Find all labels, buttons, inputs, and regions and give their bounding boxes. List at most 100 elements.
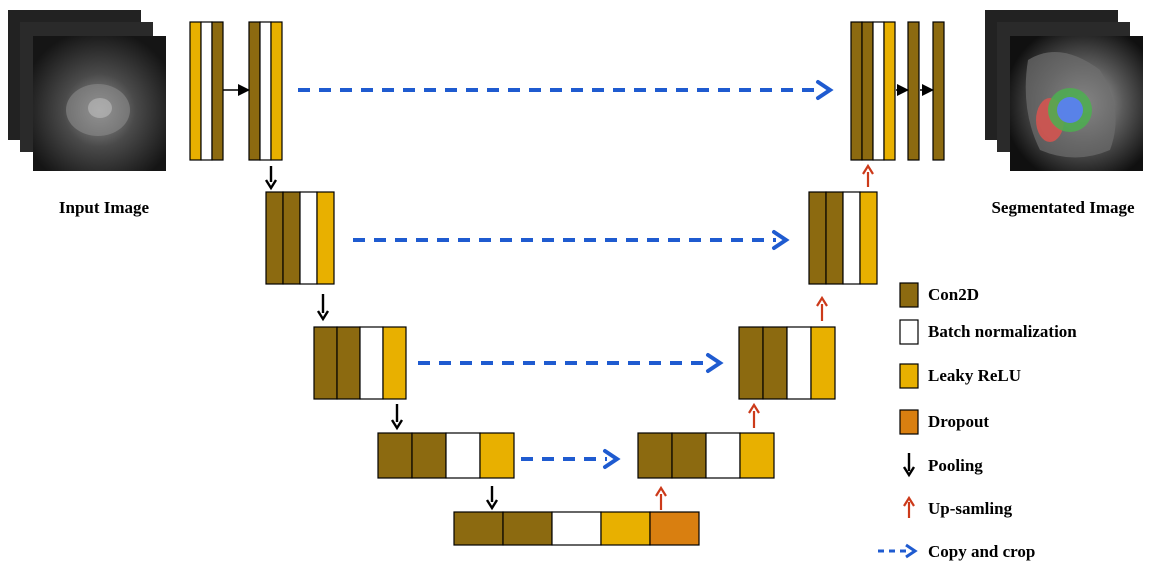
copy-crop-arrow-head (706, 353, 724, 373)
decoder-2-relu-layer (859, 191, 878, 285)
copy-crop-arrow-head (772, 230, 790, 250)
pool-arrow-head (485, 499, 499, 511)
upsample-arrow (862, 163, 874, 187)
encoder-4-conv-layer (377, 432, 413, 479)
copy-crop-arrow (418, 353, 724, 373)
input-image-stack (8, 10, 166, 171)
legend-label-pool: Pooling (928, 456, 983, 475)
decoder-4-conv-layer (671, 432, 707, 479)
legend-swatch-dropout (899, 409, 919, 435)
pool-arrow (390, 404, 404, 431)
legend-label-dropout: Dropout (928, 412, 989, 431)
copy-crop-arrow (298, 80, 834, 100)
upsample-arrow (748, 402, 760, 428)
decoder-1-conv-b (932, 21, 945, 161)
pool-arrow (264, 166, 278, 191)
decoder-2-conv-layer (808, 191, 827, 285)
decoder-4-relu-layer (739, 432, 775, 479)
legend-swatch-conv (899, 282, 919, 308)
encoder-2-conv-layer (265, 191, 284, 285)
decoder-4-bn-layer (705, 432, 741, 479)
decoder-2-bn-layer (842, 191, 861, 285)
encoder-1a-relu-layer (189, 21, 202, 161)
pool-arrow-head (390, 419, 404, 431)
pool-arrow-head (264, 179, 278, 191)
decoder-1-relu-layer (883, 21, 896, 161)
decoder-3-conv-layer (762, 326, 788, 400)
encoder-1a-conv-layer (211, 21, 224, 161)
pool-arrow (316, 294, 330, 322)
encoder-1a (189, 21, 224, 161)
pool-arrow (485, 486, 499, 511)
legend-swatch-relu (899, 363, 919, 389)
legend-label-bn: Batch normalization (928, 322, 1077, 341)
network-blocks (189, 21, 945, 546)
decoder-1 (850, 21, 896, 161)
encoder-4-relu-layer (479, 432, 515, 479)
bottleneck-dropout-layer (649, 511, 700, 546)
encoder-3-bn-layer (359, 326, 384, 400)
copy-crop-arrow (353, 230, 790, 250)
decoder-2-conv-layer (825, 191, 844, 285)
decoder-4 (637, 432, 775, 479)
network-arrows (223, 80, 934, 511)
legend-up-icon-head (903, 495, 915, 507)
decoder-1-conv-a-conv-layer (907, 21, 920, 161)
legend-label-copy: Copy and crop (928, 542, 1035, 561)
upsample-arrow-head (816, 295, 828, 307)
encoder-1a-bn-layer (200, 21, 213, 161)
legend-label-up: Up-samling (928, 499, 1013, 518)
encoder-4-bn-layer (445, 432, 481, 479)
decoder-3-conv-layer (738, 326, 764, 400)
copy-crop-arrow-head (603, 449, 621, 469)
input-image-label: Input Image (59, 198, 150, 217)
decoder-1-conv-a (907, 21, 920, 161)
decoder-4-conv-layer (637, 432, 673, 479)
copy-crop-arrow (521, 449, 621, 469)
encoder-3-conv-layer (313, 326, 338, 400)
encoder-2-bn-layer (299, 191, 318, 285)
legend-item-dropout: Dropout (899, 409, 989, 435)
encoder-3-conv-layer (336, 326, 361, 400)
segmented-image-stack (985, 10, 1143, 171)
decoder-3-bn-layer (786, 326, 812, 400)
legend-item-relu: Leaky ReLU (899, 363, 1021, 389)
bottleneck-conv-layer (453, 511, 504, 546)
bottleneck-bn-layer (551, 511, 602, 546)
upsample-arrow-head (655, 485, 667, 497)
encoder-3-relu-layer (382, 326, 407, 400)
legend-item-bn: Batch normalization (899, 319, 1077, 345)
copy-crop-arrow-head (816, 80, 834, 100)
legend-label-relu: Leaky ReLU (928, 366, 1021, 385)
bottleneck-relu-layer (600, 511, 651, 546)
decoder-1-conv-b-conv-layer (932, 21, 945, 161)
encoder-1b-conv-layer (248, 21, 261, 161)
legend-copy-icon-head (905, 543, 918, 559)
legend-swatch-bn (899, 319, 919, 345)
decoder-1-conv-layer (861, 21, 874, 161)
bottleneck (453, 511, 700, 546)
legend-item-conv: Con2D (899, 282, 979, 308)
encoder-1b-relu-layer (270, 21, 283, 161)
encoder-4-conv-layer (411, 432, 447, 479)
legend-item-pool: Pooling (902, 453, 983, 478)
upsample-arrow-head (748, 402, 760, 414)
bottleneck-conv-layer (502, 511, 553, 546)
encoder-2-relu-layer (316, 191, 335, 285)
decoder-2 (808, 191, 878, 285)
upsample-arrow (816, 295, 828, 321)
encoder-4 (377, 432, 515, 479)
upsample-arrow-head (862, 163, 874, 175)
decoder-1-bn-layer (872, 21, 885, 161)
legend-item-copy: Copy and crop (878, 542, 1035, 561)
encoder-1b (248, 21, 283, 161)
decoder-3-relu-layer (810, 326, 836, 400)
decoder-3 (738, 326, 836, 400)
encoder-1b-bn-layer (259, 21, 272, 161)
legend-item-up: Up-samling (903, 495, 1013, 518)
legend-label-conv: Con2D (928, 285, 979, 304)
segmented-image-label: Segmentated Image (991, 198, 1135, 217)
